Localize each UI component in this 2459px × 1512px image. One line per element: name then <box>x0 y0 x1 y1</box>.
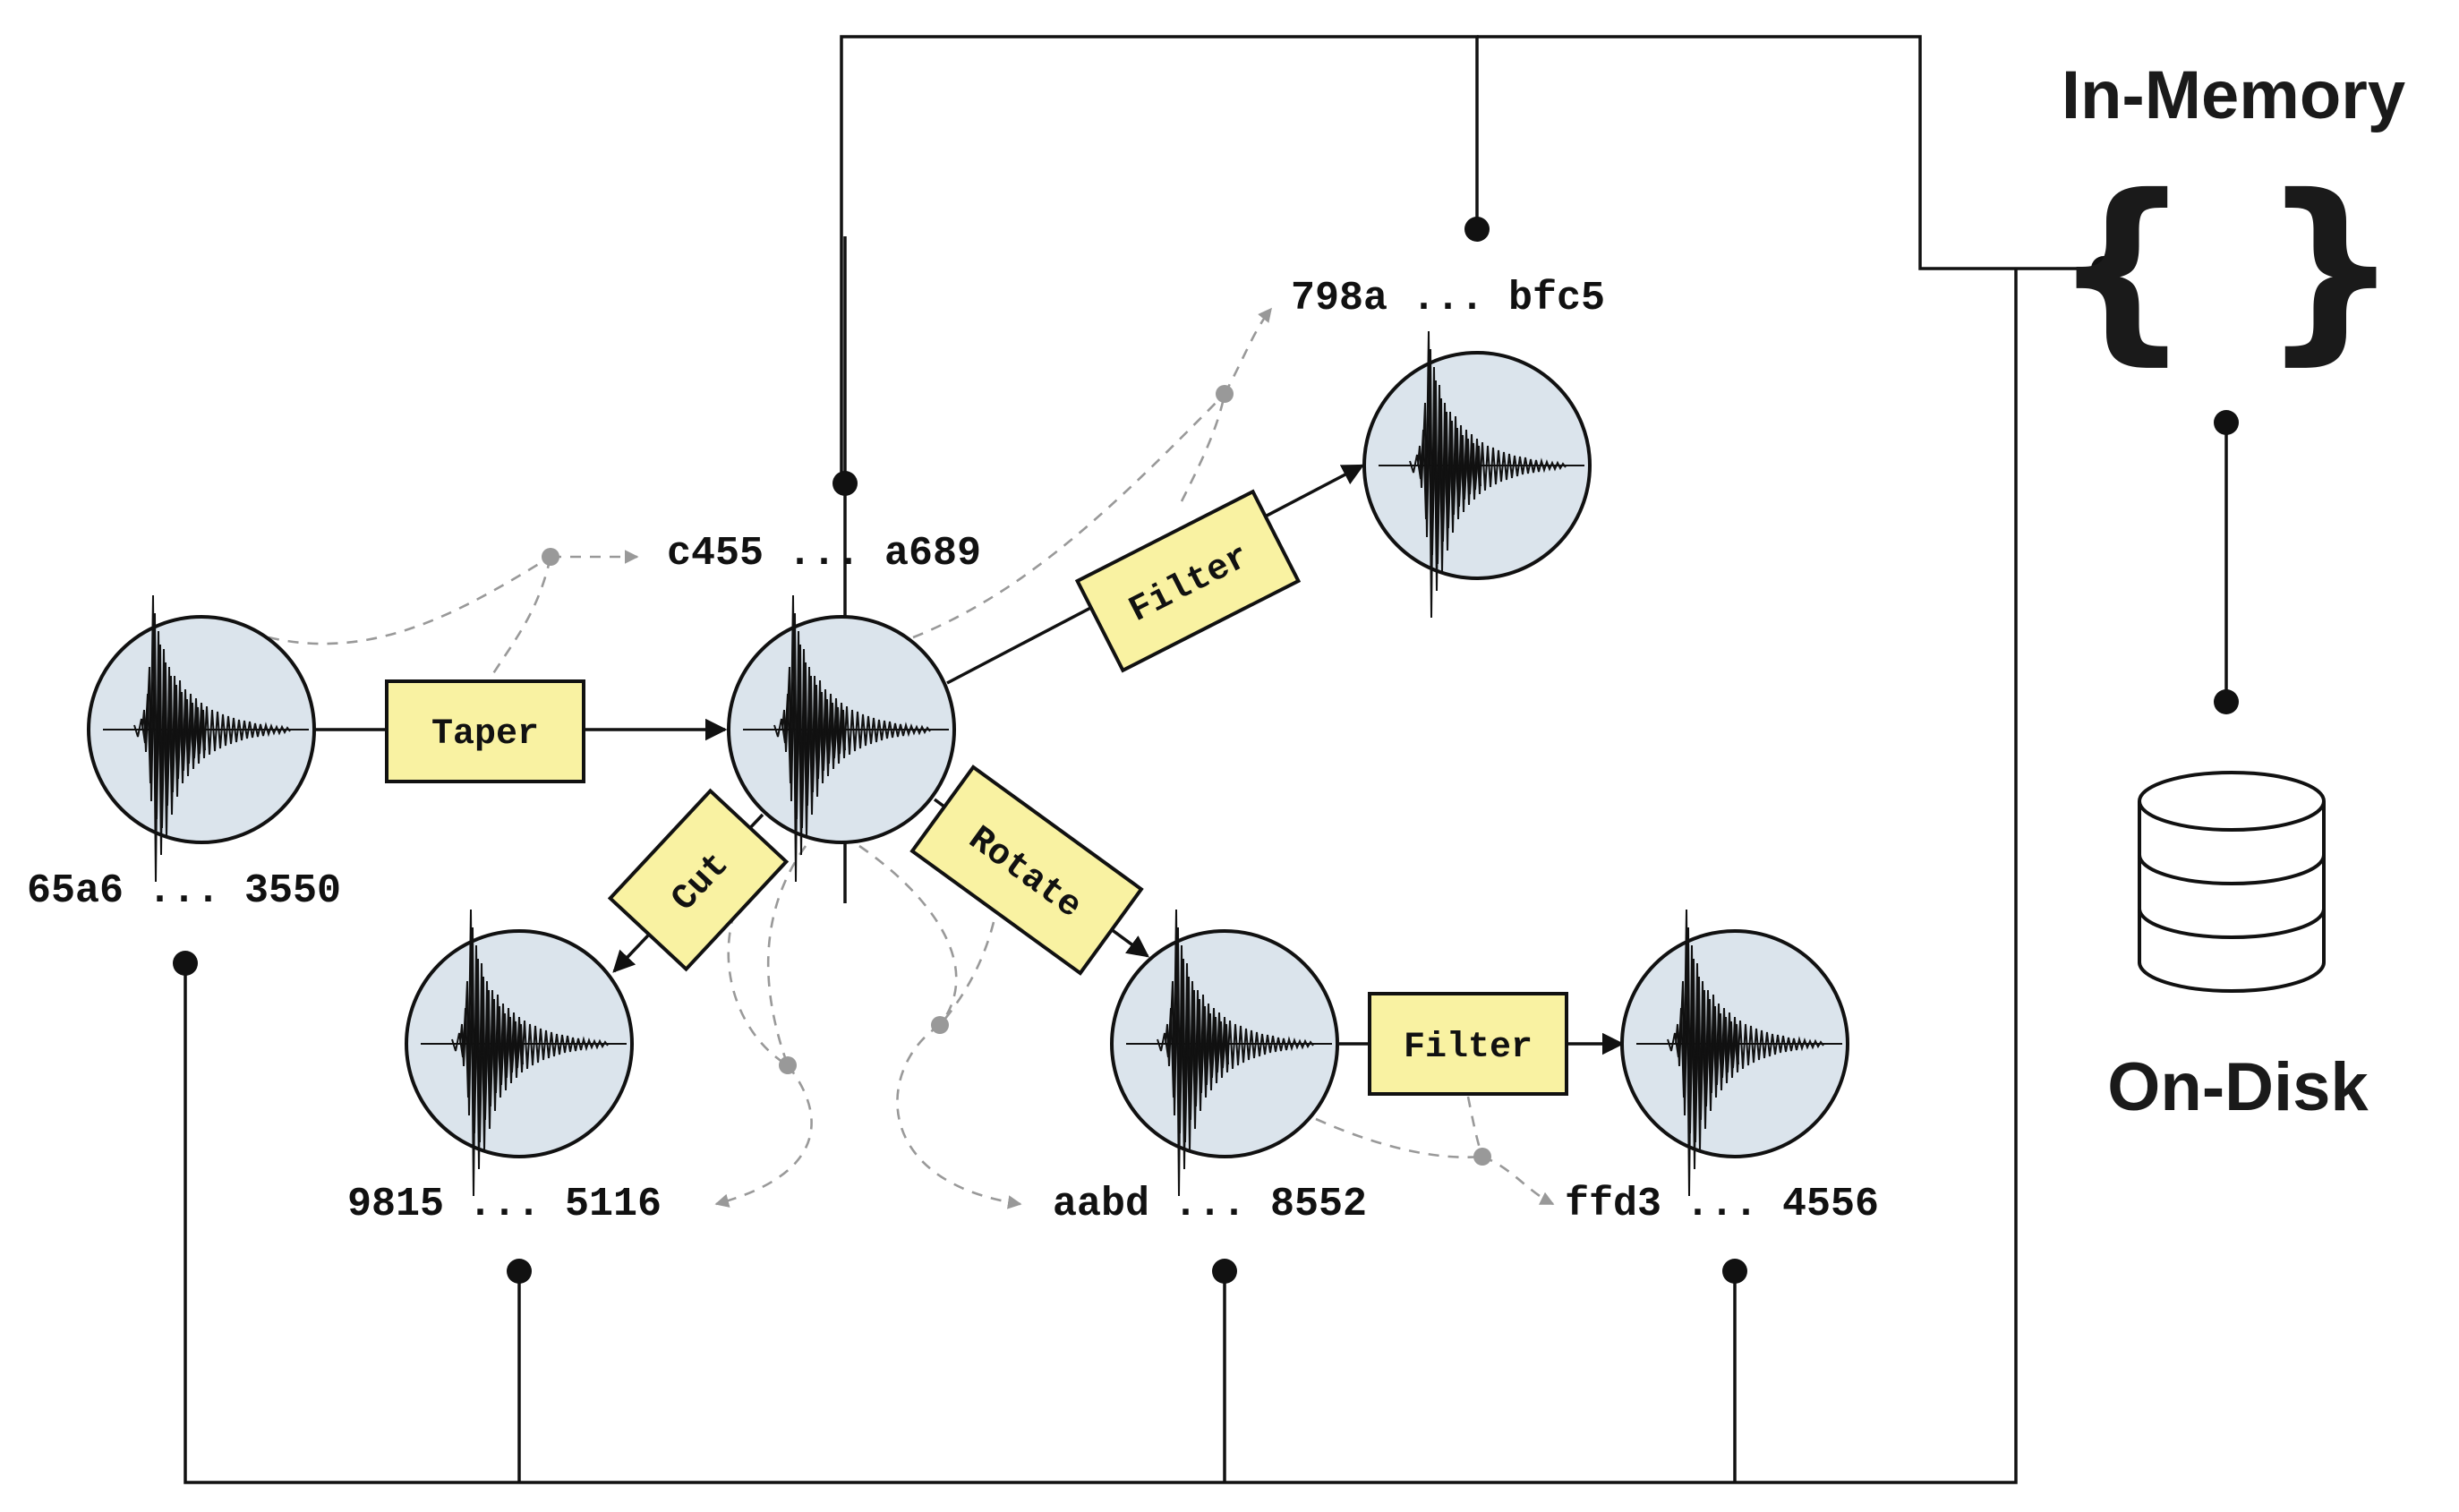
waveform-node-rotate[interactable] <box>1110 909 1339 1197</box>
hash-label-filter-bottom: ffd3 ... 4556 <box>1565 1182 1879 1227</box>
operation-cut[interactable]: Cut <box>607 788 790 972</box>
waveform-node-taper[interactable] <box>727 594 956 883</box>
storage-connector-lines <box>184 35 2228 1484</box>
in-memory-braces-icon: { } <box>2052 153 2401 382</box>
in-memory-label: In-Memory <box>2062 57 2405 133</box>
waveform-node-cut[interactable] <box>405 909 634 1197</box>
hash-label-root: 65a6 ... 3550 <box>27 868 341 914</box>
database-icon <box>2138 771 2326 993</box>
hash-label-rotate: aabd ... 8552 <box>1053 1182 1367 1227</box>
hash-label-taper: c455 ... a689 <box>667 531 981 577</box>
hash-label-cut: 9815 ... 5116 <box>347 1182 662 1227</box>
on-disk-label: On-Disk <box>2107 1049 2369 1125</box>
operation-filter-bottom[interactable]: Filter <box>1368 992 1568 1096</box>
operation-filter-top[interactable]: Filter <box>1074 489 1302 673</box>
waveform-node-filter-top[interactable] <box>1362 330 1592 619</box>
operation-rotate[interactable]: Rotate <box>909 765 1144 976</box>
operation-taper[interactable]: Taper <box>385 679 585 783</box>
hash-derivation-links <box>268 307 1555 1209</box>
operation-label: Filter <box>1404 1028 1533 1068</box>
waveform-node-filter-bottom[interactable] <box>1620 909 1849 1197</box>
connector-dots <box>173 217 2239 1284</box>
waveform-node-root[interactable] <box>87 594 316 883</box>
hash-label-filter-top: 798a ... bfc5 <box>1291 276 1605 321</box>
operation-label: Taper <box>431 714 539 755</box>
